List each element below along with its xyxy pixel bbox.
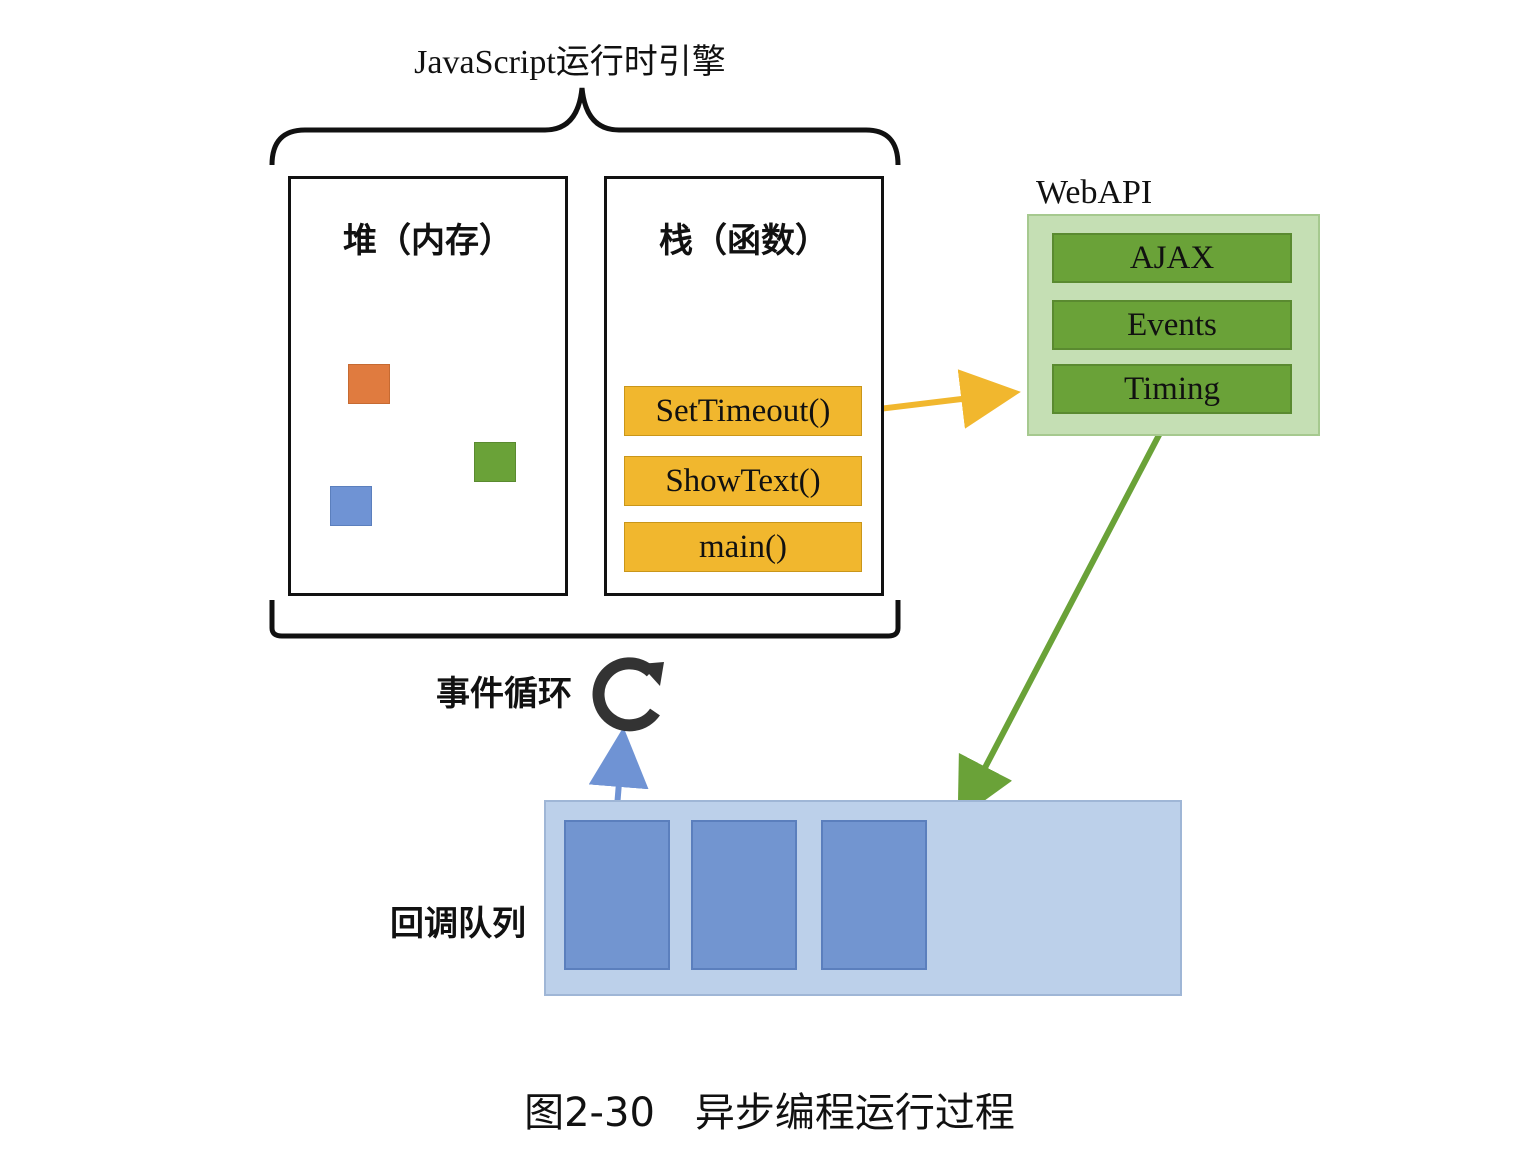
webapi-item-timing: Timing bbox=[1052, 364, 1292, 414]
callback-queue-item bbox=[821, 820, 927, 970]
heap-title: 堆（内存） bbox=[343, 223, 513, 260]
webapi-item-ajax: AJAX bbox=[1052, 233, 1292, 283]
webapi-item-events: Events bbox=[1052, 300, 1292, 350]
arrow-settimeout-to-webapi bbox=[861, 369, 1021, 429]
callback-queue-label: 回调队列 bbox=[390, 906, 526, 943]
heap-object-green bbox=[474, 442, 516, 482]
engine-title: JavaScript运行时引擎 bbox=[414, 44, 726, 81]
event-loop-label: 事件循环 bbox=[436, 676, 572, 713]
stack-title: 栈（函数） bbox=[659, 223, 829, 260]
engine-bottom-bracket bbox=[269, 600, 901, 639]
stack-frame-settimeout: SetTimeout() bbox=[624, 386, 862, 436]
refresh-loop-icon bbox=[592, 657, 664, 732]
arrow-timing-to-queue bbox=[957, 412, 1173, 820]
heap-object-orange bbox=[348, 364, 390, 404]
callback-queue-item bbox=[691, 820, 797, 970]
callback-queue-item bbox=[564, 820, 670, 970]
stack-frame-showtext: ShowText() bbox=[624, 456, 862, 506]
webapi-label: WebAPI bbox=[1036, 174, 1153, 211]
engine-top-brace bbox=[269, 87, 901, 166]
heap-object-blue bbox=[330, 486, 372, 526]
figure-caption: 图2-30 异步编程运行过程 bbox=[524, 1090, 1015, 1136]
heap-panel: 堆（内存） bbox=[288, 176, 568, 596]
stack-frame-main: main() bbox=[624, 522, 862, 572]
